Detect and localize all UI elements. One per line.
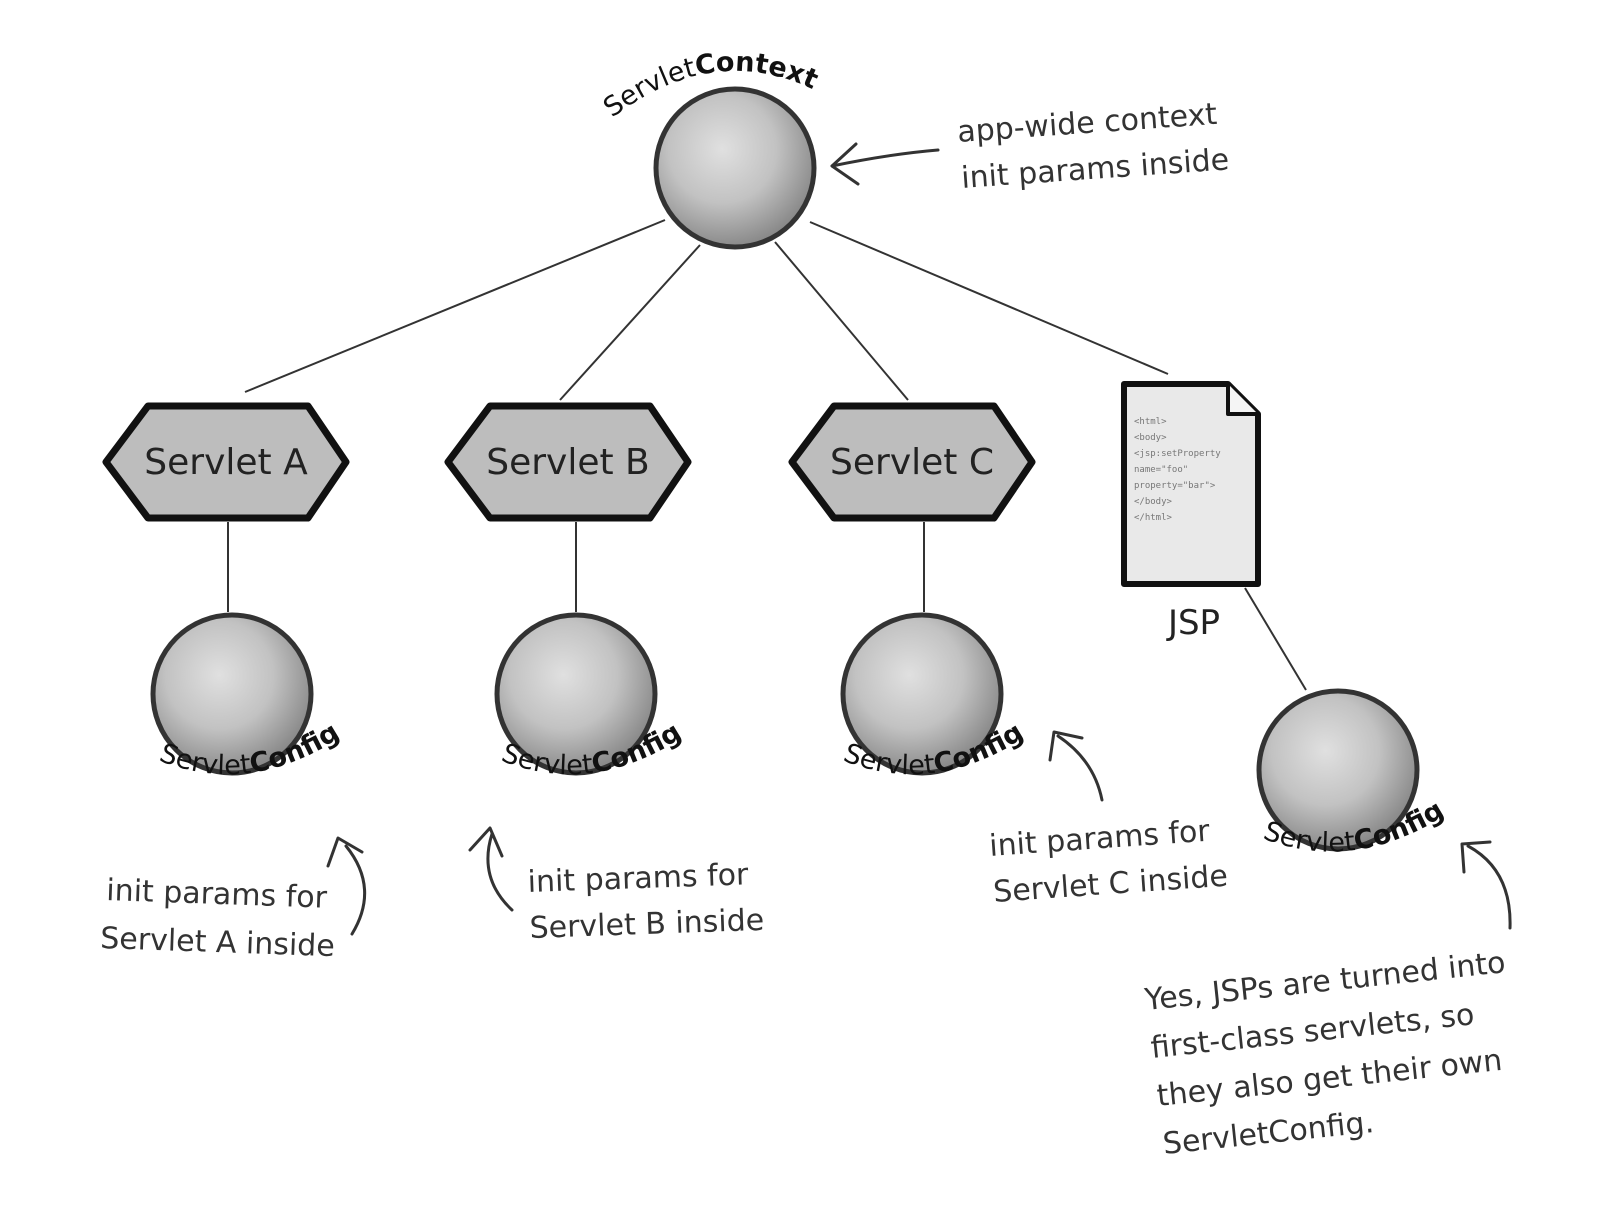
- servlet-a-note-arrow: [344, 844, 367, 936]
- servlet-c-label: Servlet C: [830, 442, 994, 483]
- jsp-code-snippet: <html> <body> <jsp:setProperty name="foo…: [1134, 417, 1221, 523]
- jsp-code-line: name="foo": [1134, 465, 1188, 475]
- context-note-arrow: [830, 148, 940, 168]
- servlet-c-note-line-1: init params for: [988, 814, 1211, 864]
- servlet-a-group: Servlet A ServletConfig init params for …: [100, 402, 367, 964]
- jsp-note-arrow: [1466, 844, 1512, 930]
- jsp-code-line: <jsp:setProperty: [1134, 449, 1221, 459]
- servlet-context-node: ServletContext: [598, 47, 823, 250]
- servlet-c-config-ball: [840, 612, 1004, 776]
- servlet-b-note-arrow: [486, 832, 514, 912]
- servlet-c-shape: [788, 402, 1036, 522]
- servlet-c-group: Servlet C ServletConfig init params for …: [788, 402, 1229, 910]
- servlet-a-config-ball: [150, 612, 314, 776]
- servlet-a-note-line-2: Servlet A inside: [100, 921, 336, 964]
- servlet-c-note-line-2: Servlet C inside: [992, 859, 1229, 910]
- jsp-note-arrowhead: [1460, 840, 1492, 874]
- jsp-code-line: </html>: [1134, 513, 1173, 523]
- jsp-code-line: property="bar">: [1134, 481, 1216, 491]
- servlet-b-note-arrowhead: [468, 826, 504, 858]
- servlet-a-note-line-1: init params for: [106, 873, 329, 916]
- jsp-code-line: <html>: [1134, 417, 1167, 427]
- servlet-b-shape: [444, 402, 692, 522]
- servlet-b-group: Servlet B ServletConfig init params for …: [444, 402, 765, 946]
- servlet-b-label: Servlet B: [486, 442, 650, 483]
- jsp-to-config-line: [1244, 587, 1307, 691]
- jsp-label: JSP: [1166, 603, 1220, 643]
- context-note-line-2: init params inside: [960, 142, 1230, 196]
- context-to-servlet-a-line: [244, 219, 666, 393]
- connector-lines: [227, 219, 1307, 691]
- context-to-servlet-c-line: [774, 241, 909, 401]
- jsp-page-icon: [1121, 381, 1261, 587]
- jsp-page-fold: [1226, 384, 1258, 416]
- servlet-b-note-line-2: Servlet B inside: [529, 903, 765, 946]
- jsp-config-ball: [1256, 688, 1420, 852]
- servlet-b-note-line-1: init params for: [527, 857, 750, 900]
- context-note: app-wide context init params inside: [830, 97, 1230, 196]
- servlet-context-ball: [653, 86, 817, 250]
- context-to-jsp-line: [809, 221, 1169, 375]
- servlet-a-label: Servlet A: [144, 442, 308, 483]
- jsp-code-line: </body>: [1134, 497, 1173, 507]
- context-note-line-1: app-wide context: [956, 97, 1218, 150]
- servlet-c-note-arrow: [1056, 734, 1104, 802]
- servlet-a-shape: [102, 402, 350, 522]
- context-note-arrowhead: [830, 142, 860, 186]
- context-to-servlet-b-line: [559, 244, 701, 401]
- jsp-group: <html> <body> <jsp:setProperty name="foo…: [1121, 381, 1512, 1162]
- servlet-b-config-ball: [494, 612, 658, 776]
- jsp-code-line: <body>: [1134, 433, 1167, 443]
- jsp-note-line-4: ServletConfig.: [1161, 1105, 1375, 1162]
- servlet-a-note-arrowhead: [326, 836, 364, 868]
- servlet-c-note-arrowhead: [1048, 730, 1084, 762]
